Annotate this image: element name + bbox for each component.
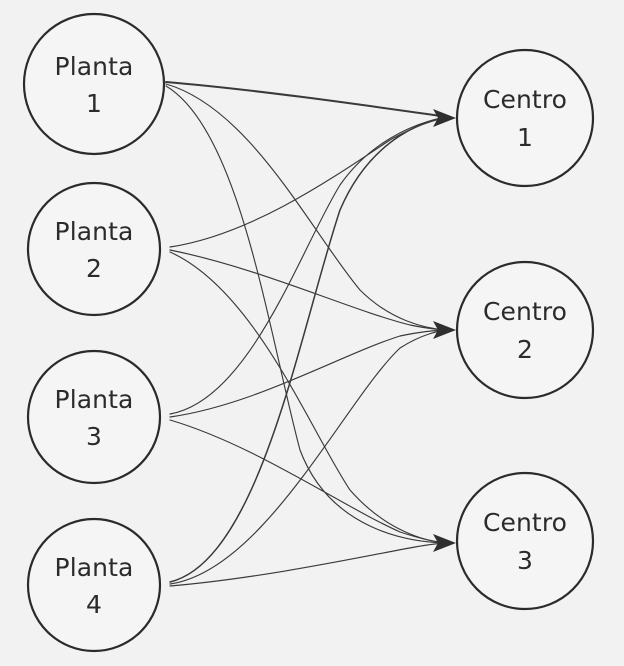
edge-planta3-centro3[interactable] (169, 419, 450, 544)
node-centro-2-label-line1: Centro (483, 297, 567, 326)
node-planta-4-label-line2: 4 (86, 590, 102, 619)
arrowhead-centro-2 (433, 321, 456, 339)
edge-planta2-centro2[interactable] (169, 249, 450, 331)
node-planta-3-circle[interactable] (26, 349, 162, 485)
node-centro-3-label-line2: 3 (517, 546, 533, 575)
node-planta-4-circle[interactable] (26, 517, 162, 653)
node-planta-4[interactable]: Planta 4 (26, 517, 162, 653)
edge-planta4-centro3[interactable] (169, 542, 450, 587)
arrowhead-centro-1 (433, 109, 456, 127)
edge-planta4-centro2[interactable] (169, 329, 450, 585)
edge-layer (165, 81, 450, 587)
node-centro-3-label-line1: Centro (483, 508, 567, 537)
node-centro-2-label-line2: 2 (517, 335, 533, 364)
node-centro-1-label-line1: Centro (483, 85, 567, 114)
node-centro-3[interactable]: Centro 3 (455, 471, 595, 611)
node-planta-4-label-line1: Planta (55, 553, 134, 582)
node-planta-1[interactable]: Planta 1 (22, 12, 166, 156)
node-planta-2-circle[interactable] (26, 181, 162, 317)
node-centro-1[interactable]: Centro 1 (455, 48, 595, 188)
edge-planta2-centro3[interactable] (169, 251, 450, 544)
arrowhead-layer (433, 109, 456, 552)
node-planta-3-label-line1: Planta (55, 385, 134, 414)
node-planta-3[interactable]: Planta 3 (26, 349, 162, 485)
node-planta-1-label-line2: 1 (86, 89, 102, 118)
node-centro-3-circle[interactable] (455, 471, 595, 611)
node-planta-2-label-line1: Planta (55, 217, 134, 246)
edge-planta3-centro1[interactable] (169, 116, 450, 415)
node-planta-2[interactable]: Planta 2 (26, 181, 162, 317)
node-planta-2-label-line2: 2 (86, 254, 102, 283)
edge-planta1-centro2[interactable] (165, 83, 449, 331)
edge-planta2-centro1[interactable] (169, 116, 450, 248)
edge-planta4-centro1[interactable] (169, 116, 450, 583)
node-planta-3-label-line2: 3 (86, 422, 102, 451)
node-centro-2[interactable]: Centro 2 (455, 260, 595, 400)
node-planta-1-label-line1: Planta (55, 52, 134, 81)
source-node-group: Planta 1 Planta 2 Planta 3 Planta 4 (22, 12, 166, 653)
node-planta-1-circle[interactable] (22, 12, 166, 156)
node-centro-1-circle[interactable] (455, 48, 595, 188)
target-node-group: Centro 1 Centro 2 Centro 3 (455, 48, 595, 611)
edge-planta1-centro3[interactable] (165, 85, 449, 544)
edge-planta3-centro2[interactable] (169, 329, 450, 418)
edge-planta1-centro1[interactable] (165, 81, 449, 118)
node-centro-2-circle[interactable] (455, 260, 595, 400)
node-centro-1-label-line2: 1 (517, 123, 533, 152)
arrowhead-centro-3 (433, 534, 456, 552)
